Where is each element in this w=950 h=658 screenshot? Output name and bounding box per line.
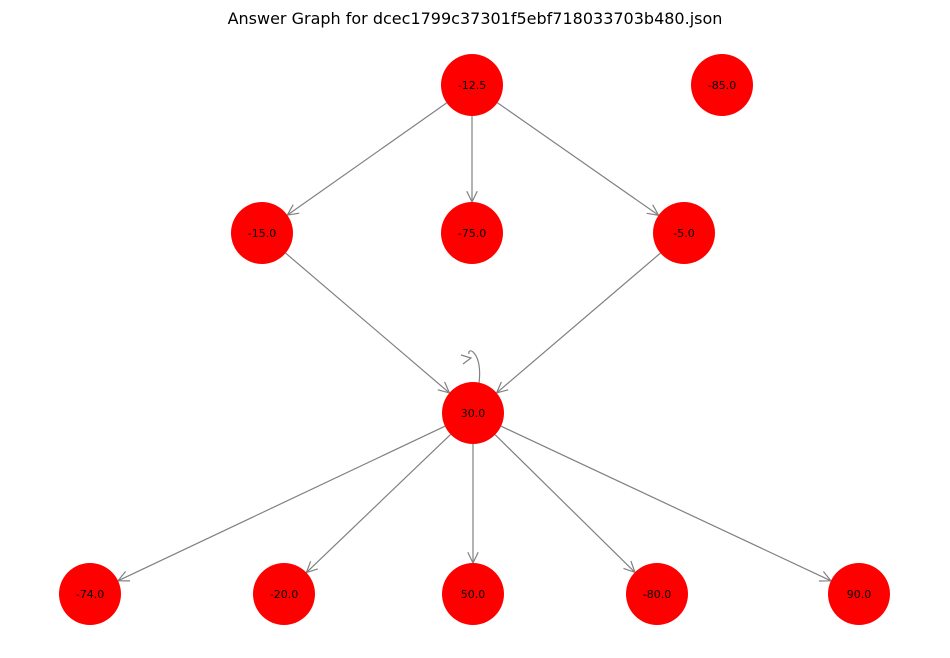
node-label: -20.0 (270, 588, 298, 601)
node-circle (59, 563, 121, 625)
edges-layer (116, 102, 833, 582)
node-label: -5.0 (673, 227, 694, 240)
edge-n_m12_5-to-n_m75 (466, 116, 478, 204)
node-n_m74: -74.0 (59, 563, 121, 625)
edge-n_30-to-n_50 (467, 444, 479, 565)
node-n_m15: -15.0 (231, 202, 293, 264)
edge-n_m12_5-to-n_m15 (286, 102, 448, 216)
node-circle (828, 563, 890, 625)
node-label: -85.0 (708, 79, 736, 92)
edge-line (305, 433, 452, 574)
node-n_m85: -85.0 (691, 54, 753, 116)
edge-line (117, 425, 446, 582)
node-circle (691, 54, 753, 116)
edge-n_30-to-n_m74 (116, 425, 446, 582)
edge-line (286, 102, 448, 216)
edge-line (494, 434, 636, 573)
node-label: 30.0 (461, 407, 486, 420)
edge-n_30-to-n_m20 (305, 433, 452, 574)
node-circle (253, 563, 315, 625)
arrow-head (818, 571, 833, 582)
edge-line (497, 102, 659, 216)
node-label: -15.0 (248, 227, 276, 240)
node-label: 90.0 (847, 588, 872, 601)
edge-line (500, 425, 832, 582)
edge-n_m5-to-n_30 (495, 252, 661, 394)
edge-n_30-to-n_30 (460, 350, 481, 384)
node-n_50: 50.0 (442, 563, 504, 625)
node-circle (626, 563, 688, 625)
nodes-layer: -12.5 -85.0 -15.0 -75.0 -5.0 30.0 -74.0 -20.0 50… (59, 54, 890, 625)
node-circle (231, 202, 293, 264)
arrow-head (460, 354, 473, 365)
node-circle (653, 202, 715, 264)
node-n_m20: -20.0 (253, 563, 315, 625)
node-n_m75: -75.0 (441, 202, 503, 264)
node-n_m12_5: -12.5 (441, 54, 503, 116)
node-label: 50.0 (461, 588, 486, 601)
edge-line (496, 252, 661, 394)
self-loop-line (468, 350, 481, 384)
node-n_m80: -80.0 (626, 563, 688, 625)
node-label: -74.0 (76, 588, 104, 601)
node-label: -12.5 (458, 79, 486, 92)
node-n_30: 30.0 (442, 382, 504, 444)
edge-n_30-to-n_m80 (494, 434, 636, 574)
node-circle (441, 54, 503, 116)
node-circle (441, 202, 503, 264)
graph-title: Answer Graph for dcec1799c37301f5ebf7180… (228, 9, 723, 28)
node-circle (442, 563, 504, 625)
node-label: -75.0 (458, 227, 486, 240)
node-label: -80.0 (643, 588, 671, 601)
edge-n_m12_5-to-n_m5 (497, 102, 660, 217)
node-circle (442, 382, 504, 444)
edge-n_m15-to-n_30 (285, 252, 451, 394)
node-n_m5: -5.0 (653, 202, 715, 264)
edge-n_30-to-n_90 (500, 425, 833, 582)
edge-line (285, 252, 450, 394)
node-n_90: 90.0 (828, 563, 890, 625)
